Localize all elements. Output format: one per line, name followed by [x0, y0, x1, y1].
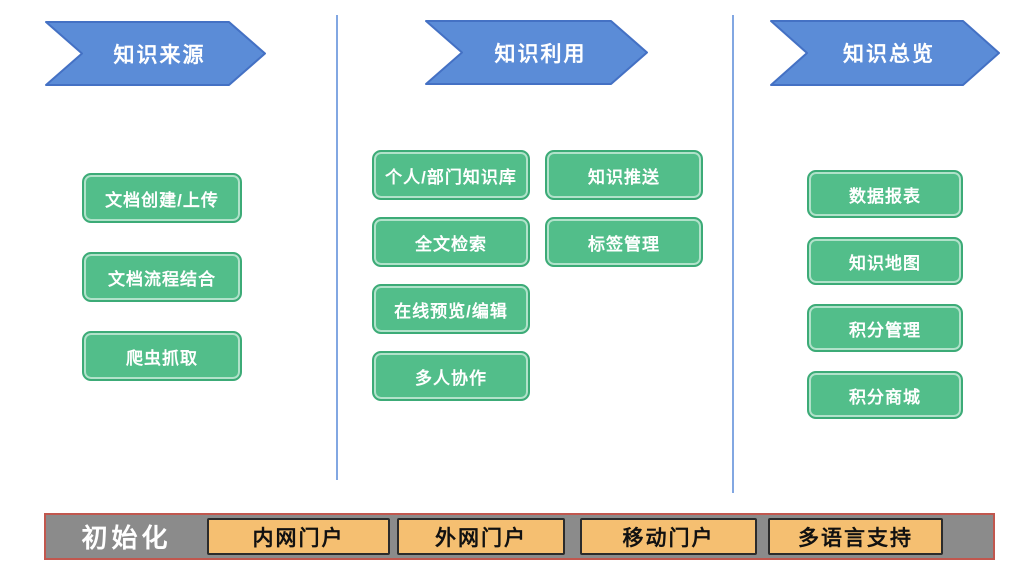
chevron-shape-icon — [425, 20, 648, 85]
initialization-bar: 初始化 内网门户 外网门户 移动门户 多语言支持 — [44, 513, 995, 560]
feature-doc-workflow: 文档流程结合 — [82, 252, 242, 302]
stage-label: 知识利用 — [494, 42, 587, 66]
feature-personal-dept-kb: 个人/部门知识库 — [372, 150, 530, 200]
stage-knowledge-use: 知识利用 — [425, 20, 648, 85]
initialization-label: 初始化 — [81, 523, 172, 553]
feature-crawler: 爬虫抓取 — [82, 331, 242, 381]
portal-extranet: 外网门户 — [397, 518, 565, 555]
column-knowledge-use-left: 个人/部门知识库 全文检索 在线预览/编辑 多人协作 — [372, 150, 530, 401]
feature-multi-collab: 多人协作 — [372, 351, 530, 401]
feature-online-preview-edit: 在线预览/编辑 — [372, 284, 530, 334]
feature-knowledge-push: 知识推送 — [545, 150, 703, 200]
feature-knowledge-map: 知识地图 — [807, 237, 963, 285]
column-divider-1 — [336, 15, 338, 480]
portal-mobile: 移动门户 — [580, 518, 757, 555]
feature-doc-create-upload: 文档创建/上传 — [82, 173, 242, 223]
column-knowledge-source: 文档创建/上传 文档流程结合 爬虫抓取 — [82, 173, 242, 381]
column-divider-2 — [732, 15, 734, 493]
feature-fulltext-search: 全文检索 — [372, 217, 530, 267]
feature-points-management: 积分管理 — [807, 304, 963, 352]
feature-points-mall: 积分商城 — [807, 371, 963, 419]
portal-multilanguage: 多语言支持 — [768, 518, 943, 555]
column-knowledge-overview: 数据报表 知识地图 积分管理 积分商城 — [807, 170, 963, 419]
portal-intranet: 内网门户 — [207, 518, 390, 555]
chevron-shape-icon — [45, 21, 266, 86]
feature-tag-management: 标签管理 — [545, 217, 703, 267]
stage-knowledge-source: 知识来源 — [45, 21, 266, 86]
feature-data-report: 数据报表 — [807, 170, 963, 218]
stage-label: 知识来源 — [113, 43, 206, 67]
chevron-shape-icon — [770, 20, 1000, 86]
column-knowledge-use-right: 知识推送 标签管理 — [545, 150, 703, 267]
stage-knowledge-overview: 知识总览 — [770, 20, 1000, 86]
stage-label: 知识总览 — [843, 43, 935, 66]
